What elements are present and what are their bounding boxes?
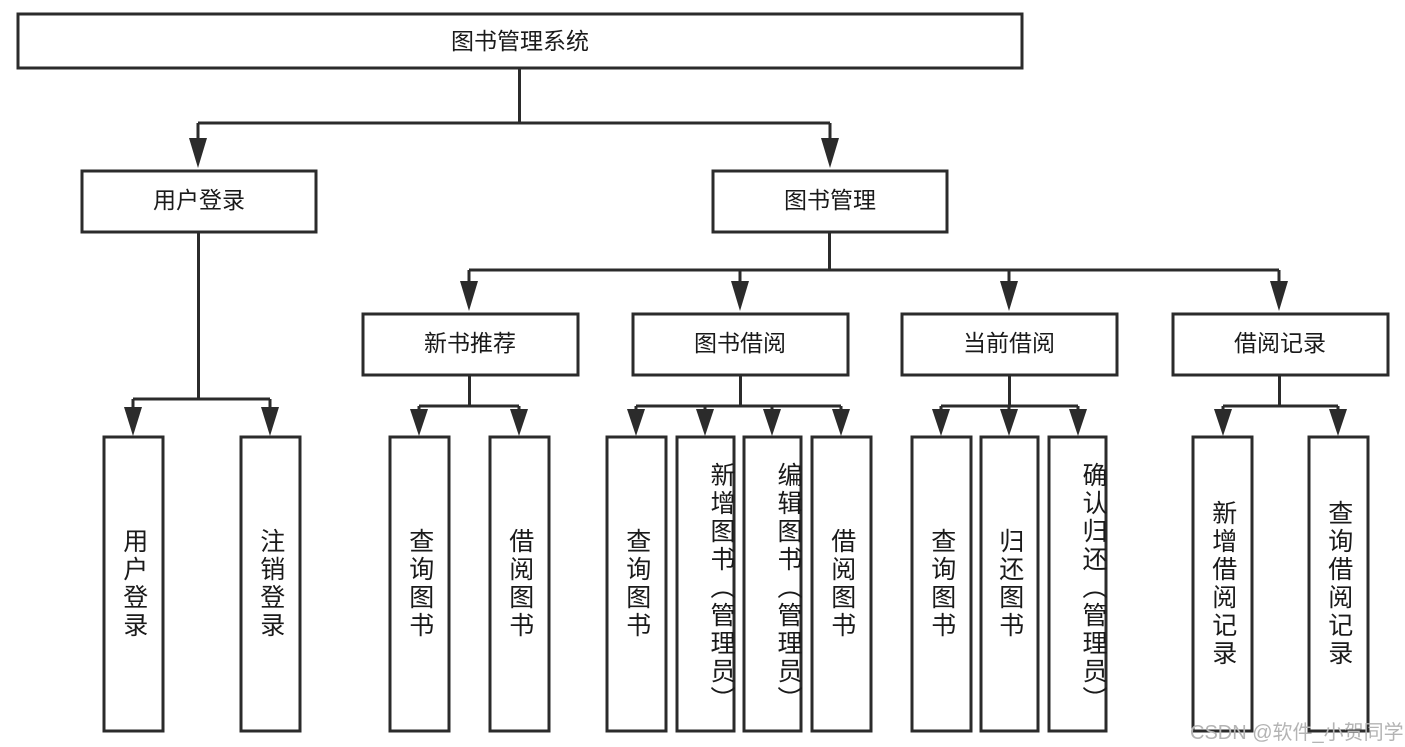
leaf-label-borrow-book-2: 借阅图书 (827, 528, 856, 640)
node-current-borrow-label: 当前借阅 (963, 330, 1055, 356)
leaf-box-logout-login[interactable] (239, 435, 302, 733)
arrow-head-icon (1069, 409, 1087, 436)
node-new-book-recommend[interactable]: 新书推荐 (361, 312, 580, 377)
leaf-label-add-book: 新增图书（管理员） (707, 462, 735, 714)
arrow-head-icon (1000, 409, 1018, 436)
arrow-head-icon (1214, 409, 1232, 436)
leaf-box-confirm-return[interactable] (1047, 435, 1108, 733)
arrow-head-icon (1329, 409, 1347, 436)
arrow-head-icon (763, 409, 781, 436)
leaf-box-query-book-2[interactable] (605, 435, 668, 733)
arrow-head-icon (832, 409, 850, 436)
leaf-box-borrow-book-1[interactable] (488, 435, 551, 733)
arrow-head-icon (1000, 281, 1018, 311)
node-borrow-record-label: 借阅记录 (1234, 330, 1326, 356)
arrow-head-icon (731, 281, 749, 311)
node-book-manage-label: 图书管理 (784, 187, 876, 213)
connector-currentborrow-to-leaves (932, 375, 1087, 436)
leaf-label-return-book: 归还图书 (995, 528, 1024, 640)
arrow-head-icon (510, 409, 528, 436)
node-book-borrow[interactable]: 图书借阅 (631, 312, 850, 377)
arrow-head-icon (261, 407, 279, 436)
connector-bookmanage-to-level3 (460, 232, 1288, 311)
node-borrow-record[interactable]: 借阅记录 (1171, 312, 1390, 377)
node-new-book-recommend-label: 新书推荐 (424, 330, 516, 356)
leaf-label-query-book-3: 查询图书 (927, 528, 956, 640)
arrow-head-icon (1270, 281, 1288, 311)
leaf-box-query-book-1[interactable] (388, 435, 451, 733)
leaf-label-user-login: 用户登录 (119, 528, 148, 640)
leaf-label-edit-book: 编辑图书（管理员） (774, 462, 802, 714)
node-current-borrow[interactable]: 当前借阅 (900, 312, 1119, 377)
leaf-label-add-record: 新增借阅记录 (1208, 500, 1237, 668)
connector-root-to-level2 (189, 68, 839, 168)
leaf-rects (102, 435, 1370, 733)
leaf-box-query-book-3[interactable] (910, 435, 973, 733)
connector-borrowrecord-to-leaves (1214, 375, 1347, 436)
arrow-head-icon (932, 409, 950, 436)
leaf-label-query-book-1: 查询图书 (405, 528, 434, 640)
arrow-head-icon (696, 409, 714, 436)
node-book-borrow-label: 图书借阅 (694, 330, 786, 356)
connector-bookborrow-to-leaves (627, 375, 850, 436)
leaf-label-logout-login: 注销登录 (256, 528, 285, 640)
node-user-login-label: 用户登录 (153, 187, 245, 213)
connector-newbook-to-leaves (410, 375, 528, 436)
node-root[interactable]: 图书管理系统 (16, 12, 1024, 70)
leaf-label-query-book-2: 查询图书 (622, 528, 651, 640)
leaf-box-return-book[interactable] (979, 435, 1040, 733)
arrow-head-icon (460, 281, 478, 311)
node-root-label: 图书管理系统 (451, 28, 589, 54)
leaf-label-borrow-book-1: 借阅图书 (505, 528, 534, 640)
leaf-box-user-login[interactable] (102, 435, 165, 733)
arrow-head-icon (821, 138, 839, 168)
leaf-label-confirm-return: 确认归还（管理员） (1079, 462, 1107, 714)
leaf-box-query-record[interactable] (1307, 435, 1370, 733)
connector-userlogin-to-leaves (124, 232, 279, 436)
leaf-box-add-book[interactable] (675, 435, 736, 733)
arrow-head-icon (189, 138, 207, 168)
leaf-box-edit-book[interactable] (742, 435, 803, 733)
watermark-text: CSDN @软件_小贺同学 (1190, 722, 1404, 744)
leaf-label-query-record: 查询借阅记录 (1324, 500, 1353, 668)
leaf-box-borrow-book-2[interactable] (810, 435, 873, 733)
node-user-login[interactable]: 用户登录 (80, 169, 318, 234)
arrow-head-icon (627, 409, 645, 436)
node-book-manage[interactable]: 图书管理 (711, 169, 949, 234)
arrow-head-icon (124, 407, 142, 436)
arrow-head-icon (410, 409, 428, 436)
leaf-box-add-record[interactable] (1191, 435, 1254, 733)
